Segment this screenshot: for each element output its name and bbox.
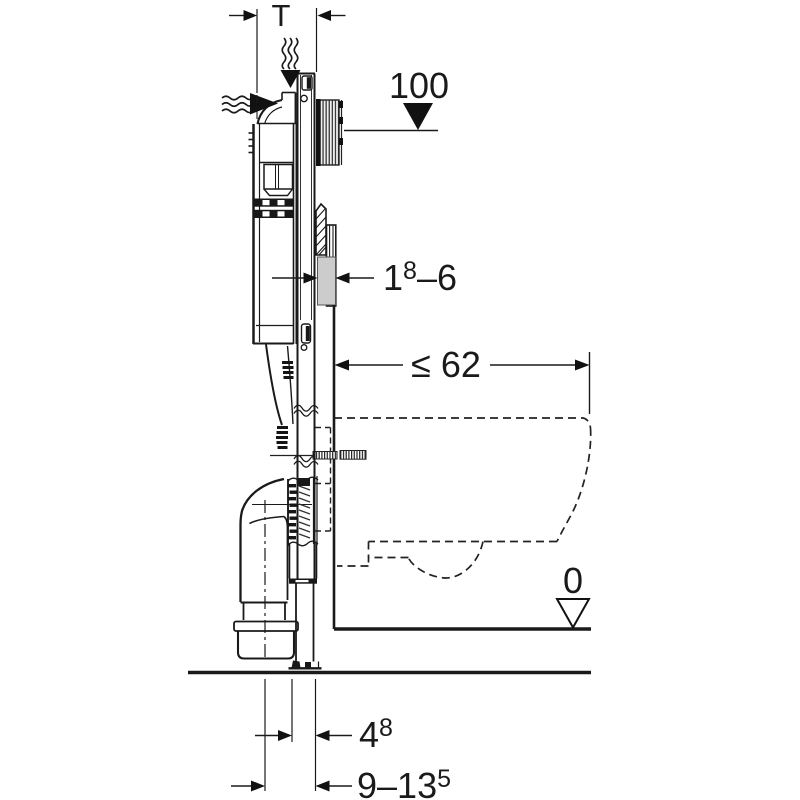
dim-t-label: T <box>272 0 291 33</box>
dim-arrow-left-icon <box>334 359 349 371</box>
cistern-ticks <box>248 132 254 154</box>
level-0-label: 0 <box>563 560 583 601</box>
level-marker-0: 0 <box>555 560 591 630</box>
drain-pipe-cap-box <box>233 620 299 660</box>
flush-plate-box <box>316 99 343 166</box>
cistern <box>248 91 297 426</box>
dim-wall-thickness-label: 18–6 <box>383 257 457 298</box>
level-marker-open-icon <box>555 598 591 630</box>
frame-rail <box>288 72 322 670</box>
dim-pipe-offset <box>231 780 352 792</box>
dim-pipe-offset-label: 9–135 <box>357 765 451 800</box>
finished-wall-thickness-block <box>317 256 336 306</box>
dim-t <box>229 8 346 120</box>
dim-wall-thickness <box>272 272 374 284</box>
dim-arrow-left-icon <box>335 272 350 284</box>
water-supply-side <box>221 93 278 115</box>
connector-thread-hatch <box>298 485 311 539</box>
drain-elbow <box>239 477 312 620</box>
dim-max-depth <box>334 352 591 414</box>
wc-pan-outline <box>334 417 592 579</box>
dim-arrow-right-icon <box>243 10 257 21</box>
water-inflow-top-arrow-icon <box>280 70 301 88</box>
dim-arrow-right-icon <box>278 730 292 741</box>
water-supply-top <box>280 37 301 88</box>
dim-arrow-left-icon <box>315 780 330 792</box>
connector-corrugation <box>288 484 298 540</box>
dim-rail-offset-label: 48 <box>359 714 393 755</box>
dim-arrow-right-icon <box>251 780 265 792</box>
level-marker-filled-icon <box>403 103 433 130</box>
dim-arrow-right-icon <box>303 272 318 284</box>
level-marker-100: 100 <box>344 65 449 132</box>
dim-max-depth-label: ≤ 62 <box>411 344 481 385</box>
cap-lid <box>233 620 299 632</box>
wall-hatch-section <box>315 202 327 256</box>
rail-foot <box>288 660 322 670</box>
pan-fixing-rod <box>270 450 367 460</box>
dim-arrow-left-icon <box>317 10 331 21</box>
cap-body <box>236 631 296 660</box>
dim-arrow-right-icon <box>575 359 590 371</box>
level-100-label: 100 <box>389 65 449 106</box>
floor-lines <box>188 627 591 675</box>
wall-hatch-lines <box>315 208 327 256</box>
cistern-bend-corrugation <box>282 361 294 379</box>
finished-wall <box>315 202 337 629</box>
dim-rail-offset <box>255 730 352 741</box>
dim-arrow-left-icon <box>315 730 330 741</box>
cistern-bracket-bars <box>254 198 294 218</box>
flush-bend-corrugation <box>276 426 288 449</box>
